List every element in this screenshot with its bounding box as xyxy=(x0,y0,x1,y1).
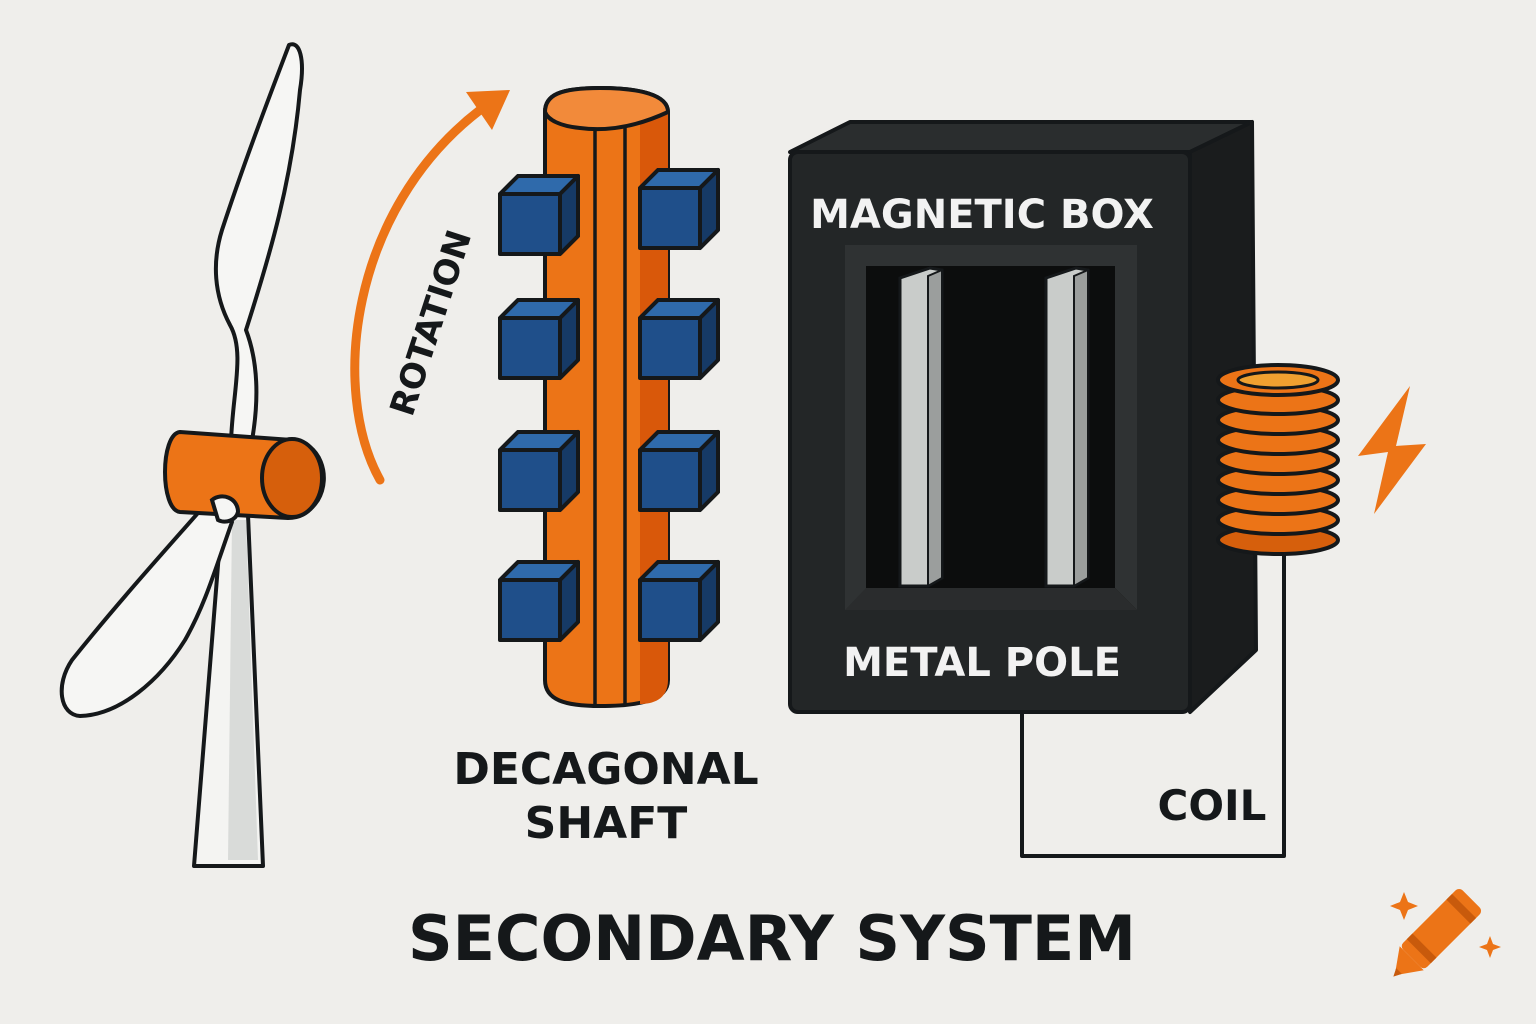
rotation-label: ROTATION xyxy=(383,225,481,420)
metal-pole-label: METAL POLE xyxy=(843,640,1121,686)
magnet-cube xyxy=(498,430,580,512)
magnet-cube xyxy=(498,174,580,256)
metal-pole xyxy=(1044,266,1090,588)
metal-pole xyxy=(898,266,944,588)
magnetic-box xyxy=(788,120,1258,714)
crayon-logo-icon xyxy=(1390,888,1501,977)
shaft-label-line1: DECAGONAL xyxy=(453,744,758,795)
magnet-cube xyxy=(638,298,720,380)
magnet-cube xyxy=(638,560,720,642)
coil-wire xyxy=(1020,552,1286,858)
magnetic-box-label: MAGNETIC BOX xyxy=(810,192,1154,238)
magnet-cube xyxy=(498,298,580,380)
diagram-title: SECONDARY SYSTEM xyxy=(408,902,1136,975)
decagonal-shaft xyxy=(542,85,671,709)
coil-icon xyxy=(1216,363,1340,556)
wind-turbine-icon xyxy=(59,42,326,868)
shaft-label-line2: SHAFT xyxy=(525,798,688,849)
magnet-cube xyxy=(498,560,580,642)
lightning-bolt-icon xyxy=(1358,386,1426,514)
magnet-cubes xyxy=(498,168,720,642)
coil-label: COIL xyxy=(1158,781,1267,830)
magnet-cube xyxy=(638,168,720,250)
magnet-cube xyxy=(638,430,720,512)
rotation-arrow-icon xyxy=(350,90,510,485)
